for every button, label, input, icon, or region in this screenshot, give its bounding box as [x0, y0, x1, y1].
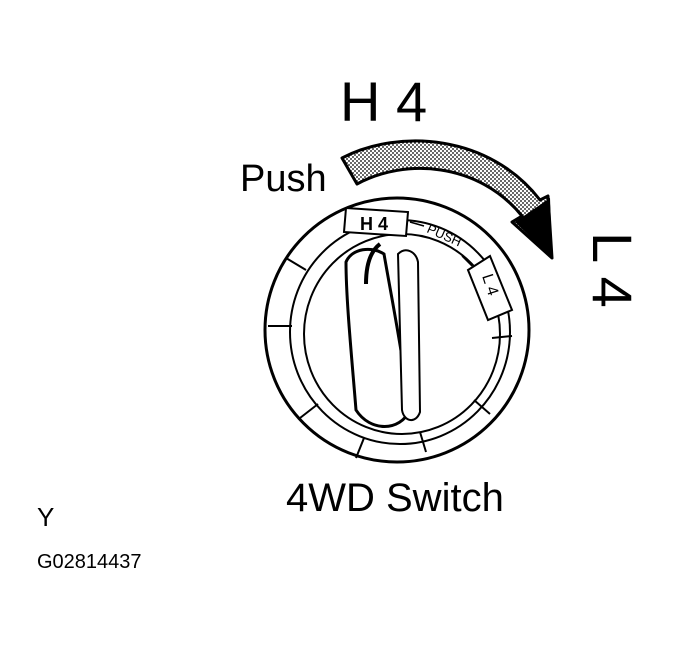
- l4-position-label: L 4: [581, 232, 644, 308]
- rotation-arrow: [340, 139, 554, 260]
- h4-position-label: H 4: [340, 70, 428, 133]
- dial-h4-text: H 4: [360, 214, 388, 234]
- push-label: Push: [240, 158, 327, 200]
- dial-l4-text: L 4: [478, 272, 501, 298]
- side-mark: Y: [37, 502, 55, 532]
- switch-dial: [263, 196, 531, 464]
- diagram-caption: 4WD Switch: [286, 476, 504, 520]
- figure-id: G02814437: [37, 551, 142, 573]
